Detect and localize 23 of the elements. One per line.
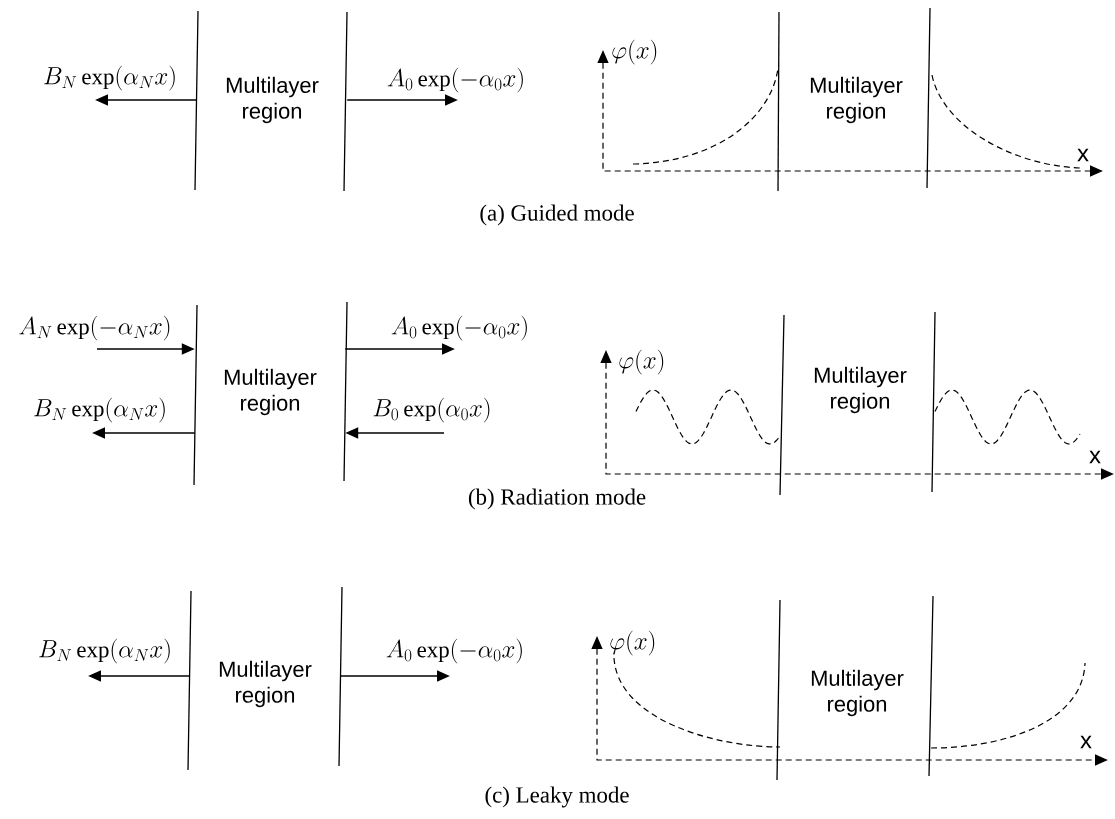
formula-label: $A_0\exp(-\alpha_0 x)$ [387,67,523,93]
formula-label: $A_0\exp(-\alpha_0 x)$ [386,638,522,664]
region-label: Multilayer region [810,76,903,124]
axis-label: x [1080,735,1092,749]
formula-label: $B_N\exp(\alpha_N x)$ [34,397,165,423]
region-label: Multilayer region [219,660,312,708]
formula-label: $A_0\exp(-\alpha_0 x)$ [391,315,527,341]
region-label: Multilayer region [814,366,907,414]
axis-label: $\varphi(x)$ [612,39,657,65]
caption: (c) Leaky mode [485,786,629,808]
axis-label: $\varphi(x)$ [610,630,655,656]
formula-label: $B_0\exp(\alpha_0 x)$ [373,397,490,423]
formula-label: $B_N\exp(\alpha_N x)$ [39,638,170,664]
caption: (a) Guided mode [480,204,634,226]
caption: (b) Radiation mode [468,488,646,510]
region-label: Multilayer region [811,669,904,717]
region-label: Multilayer region [226,76,319,124]
axis-label: x [1089,450,1101,464]
formula-label: $B_N\exp(\alpha_N x)$ [44,65,175,91]
region-label: Multilayer region [224,368,317,416]
axis-label: x [1077,148,1089,162]
axis-label: $\varphi(x)$ [619,349,664,375]
formula-label: $A_N\exp(-\alpha_N x)$ [19,315,170,341]
